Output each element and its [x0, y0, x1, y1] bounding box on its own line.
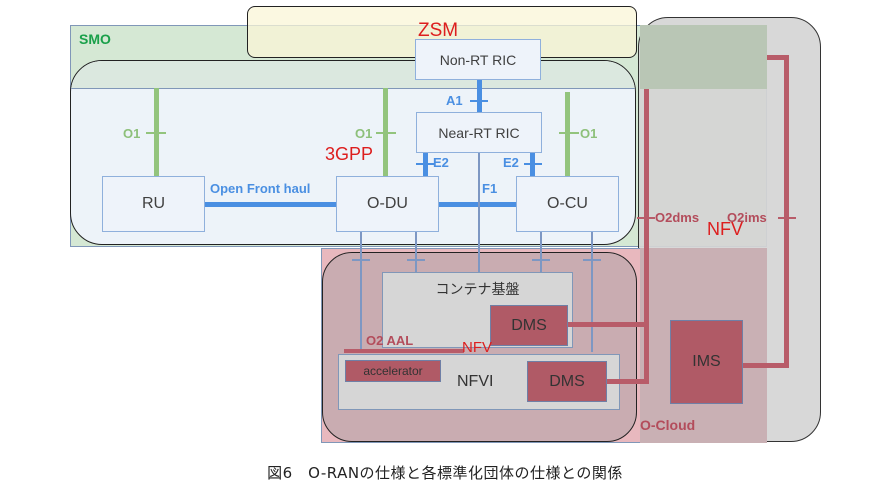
container-platform-label: コンテナ基盤 [435, 282, 520, 298]
o2dms-label: O2dms [655, 210, 700, 225]
zsm-label: ZSM [418, 20, 459, 41]
o1-tick-du [376, 132, 396, 134]
o2ims-tick [778, 217, 796, 219]
o-cloud-label: O-Cloud [640, 417, 696, 433]
o-du-label: O-DU [367, 195, 408, 212]
f1-label: F1 [482, 181, 498, 196]
nfvi-label: NFVI [457, 373, 494, 390]
cu-link-2 [591, 232, 593, 352]
dms-nfvi-box[interactable]: DMS [527, 361, 607, 402]
accelerator-box[interactable]: accelerator [345, 360, 441, 382]
non-rt-ric-box[interactable]: Non-RT RIC [415, 39, 541, 80]
dms-container-label: DMS [511, 316, 547, 334]
o2-aal-label: O2 AAL [366, 333, 414, 348]
fronthaul-label: Open Front haul [210, 181, 311, 196]
a1-line [477, 78, 482, 112]
o2ims-line-bottom [742, 363, 789, 368]
nfv-bottom-label: NFV [462, 339, 492, 356]
near-rt-ric-label: Near-RT RIC [438, 124, 520, 141]
non-rt-ric-label: Non-RT RIC [439, 51, 517, 68]
near-rt-ric-box[interactable]: Near-RT RIC [416, 112, 542, 153]
e2-tick-cu [524, 163, 542, 165]
a1-label: A1 [446, 93, 463, 108]
nfv-top-label: NFV [707, 219, 743, 239]
ims-box[interactable]: IMS [670, 320, 743, 404]
tick-4 [583, 259, 601, 261]
o1-label-ru: O1 [123, 126, 141, 141]
o2-aal-line [344, 349, 464, 353]
smo-nfv-overlap [640, 25, 767, 89]
accelerator-label: accelerator [363, 364, 423, 378]
three-gpp-label: 3GPP [325, 144, 374, 164]
ims-label: IMS [692, 353, 721, 370]
o-cu-box[interactable]: O-CU [516, 176, 619, 232]
o2dms-line-h2 [607, 379, 649, 384]
o1-tick-ru [146, 132, 166, 134]
o1-tick-cu [559, 132, 579, 134]
dms-nfvi-label: DMS [549, 372, 585, 390]
o2ims-line-top [767, 55, 789, 60]
figure-caption: 図6 O-RANの仕様と各標準化団体の仕様との関係 [267, 464, 623, 482]
ru-box[interactable]: RU [102, 176, 205, 232]
tick-2 [407, 259, 425, 261]
a1-tick [470, 100, 488, 102]
e2-tick-du [416, 163, 434, 165]
o2dms-tick [637, 217, 655, 219]
du-link-2 [415, 232, 417, 277]
tick-3 [532, 259, 550, 261]
cu-link-1 [540, 232, 542, 277]
o2ims-line-v [784, 55, 789, 368]
e2-label-cu: E2 [503, 155, 519, 170]
o1-label-cu: O1 [580, 126, 598, 141]
ru-label: RU [141, 195, 166, 212]
o-cu-label: O-CU [547, 195, 588, 212]
ric-ocloud-line [478, 152, 480, 296]
o2dms-line-h1 [568, 322, 648, 327]
du-link-1 [360, 232, 362, 352]
o1-line-cu [565, 92, 570, 176]
tick-1 [352, 259, 370, 261]
dms-container-box[interactable]: DMS [490, 305, 568, 346]
fronthaul-line [205, 202, 337, 207]
e2-label-du: E2 [433, 155, 449, 170]
smo-label: SMO [79, 31, 111, 47]
o-du-box[interactable]: O-DU [336, 176, 439, 232]
o2dms-line-v [644, 89, 649, 384]
o1-label-du: O1 [355, 126, 373, 141]
o2ims-label: O2ims [727, 210, 767, 225]
